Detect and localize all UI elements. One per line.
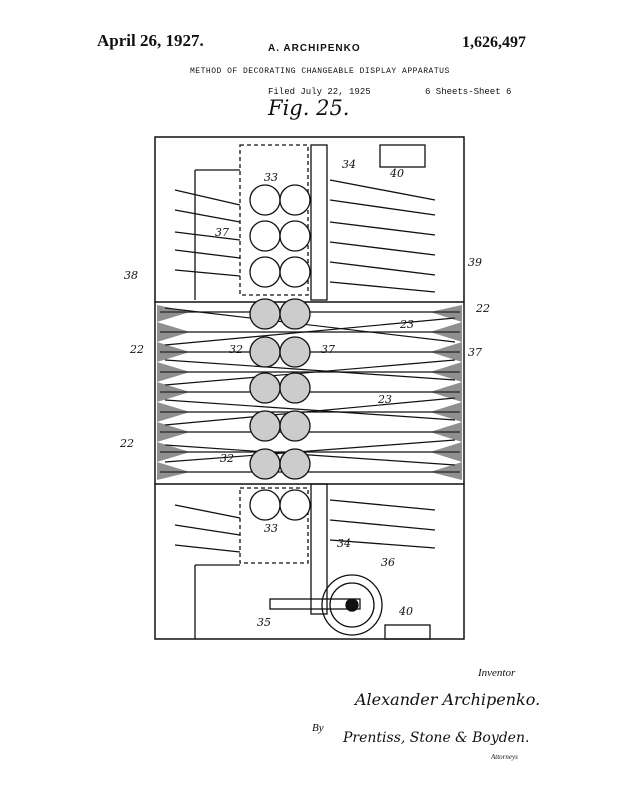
sheet-count: 6 Sheets-Sheet 6 [425, 87, 512, 97]
numeral: 34 [337, 537, 351, 550]
top-gear-box [239, 144, 309, 296]
by-label: By [312, 722, 324, 734]
numeral: 22 [119, 437, 134, 450]
rollers [249, 298, 311, 480]
inventor-name: A. ARCHIPENKO [268, 43, 361, 54]
numeral: 33 [264, 522, 278, 535]
reference-numerals: 33 34 40 37 38 39 22 23 32 37 22 37 23 2… [119, 158, 490, 629]
numeral: 40 [389, 167, 404, 180]
figure-label: Fig. 25. [268, 96, 350, 120]
patent-number: 1,626,497 [462, 34, 526, 51]
numeral: 22 [475, 302, 490, 315]
numeral: 23 [399, 318, 414, 331]
numeral: 40 [398, 605, 413, 618]
inventor-signature: Alexander Archipenko. [355, 690, 541, 709]
filed-date: Filed July 22, 1925 [268, 87, 371, 97]
numeral: 33 [264, 171, 278, 184]
numeral: 35 [257, 616, 271, 629]
numeral: 32 [229, 343, 243, 356]
drive-rack [269, 598, 361, 610]
gears [249, 184, 311, 521]
slat-band [154, 301, 465, 485]
bottom-gear-box [239, 487, 309, 564]
numeral: 37 [215, 226, 229, 239]
patent-date: April 26, 1927. [97, 31, 204, 50]
numeral: 39 [468, 256, 482, 269]
serrations [157, 305, 462, 480]
numeral: 32 [220, 452, 234, 465]
attorneys-signature: Prentiss, Stone & Boyden. [343, 730, 530, 746]
numeral: 34 [342, 158, 356, 171]
inventor-label: Inventor [478, 667, 516, 679]
numeral: 38 [124, 269, 138, 282]
upper-rack [310, 144, 328, 301]
numeral: 22 [129, 343, 144, 356]
patent-title: METHOD OF DECORATING CHANGEABLE DISPLAY … [190, 67, 450, 76]
numeral: 37 [321, 343, 335, 356]
drive-wheel [321, 574, 383, 636]
lower-rack [310, 483, 328, 615]
numeral: 23 [377, 393, 392, 406]
slats [160, 307, 460, 473]
attorneys-label: Attorneys [491, 753, 518, 761]
numeral: 37 [468, 346, 482, 359]
numeral: 36 [381, 556, 395, 569]
apparatus-drawing [154, 136, 465, 640]
